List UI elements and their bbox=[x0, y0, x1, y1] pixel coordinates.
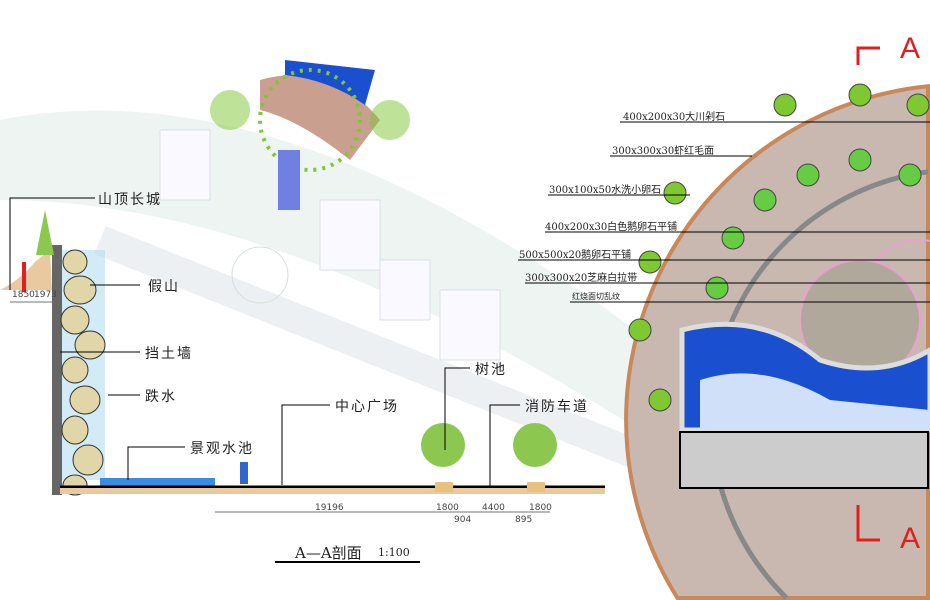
section-scale: 1:100 bbox=[378, 546, 410, 559]
label-central-plaza: 中心广场 bbox=[335, 399, 399, 415]
label-fire-lane: 消防车道 bbox=[525, 399, 589, 415]
material-label: 300x300x20芝麻白拉带 bbox=[525, 273, 638, 284]
dim: 1800 bbox=[436, 503, 459, 513]
section-marks bbox=[856, 46, 880, 542]
material-label: 400x200x30大川剁石 bbox=[623, 112, 726, 123]
section-drawing bbox=[0, 197, 605, 563]
dim: 1850 bbox=[12, 290, 35, 300]
section-mark-bottom: A bbox=[900, 522, 921, 555]
tree bbox=[421, 423, 557, 467]
material-label: 400x200x30白色鹅卵石平铺 bbox=[545, 222, 678, 233]
dim: 1800 bbox=[529, 503, 552, 513]
dim: 904 bbox=[454, 515, 472, 525]
label-cascade: 跌水 bbox=[145, 389, 177, 405]
dim: 19196 bbox=[315, 503, 344, 513]
section-title: A—A剖面 bbox=[295, 544, 362, 562]
plaza-plan bbox=[518, 83, 930, 600]
material-label: 红烧面切乱纹 bbox=[572, 292, 620, 301]
dim: 1973 bbox=[34, 290, 57, 300]
material-label: 300x100x50水洗小卵石 bbox=[549, 185, 662, 196]
label-great-wall: 山顶长城 bbox=[98, 192, 162, 208]
site-plan-background bbox=[0, 110, 700, 474]
material-label: 500x500x20鹅卵石平铺 bbox=[519, 250, 632, 261]
label-tree-pit: 树池 bbox=[475, 362, 507, 378]
dim: 4400 bbox=[482, 503, 505, 513]
material-label: 300x300x30虾红毛面 bbox=[612, 146, 715, 157]
central-plan bbox=[210, 60, 410, 210]
section-mark-top: A bbox=[900, 32, 921, 65]
label-water-pool: 景观水池 bbox=[190, 441, 254, 457]
dim: 895 bbox=[515, 515, 533, 525]
label-rockery: 假山 bbox=[148, 279, 180, 295]
label-retaining-wall: 挡土墙 bbox=[145, 346, 193, 362]
